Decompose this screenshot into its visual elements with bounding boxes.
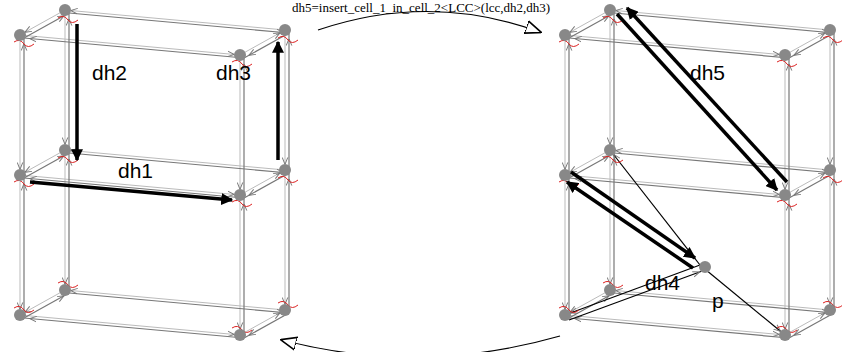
dart-label: dh3 [216,62,251,83]
dart-label: dh1 [118,160,153,181]
dart-dh1 [30,182,232,200]
dart-dh5 [617,14,777,190]
transition-arrow [318,11,540,32]
dart-label: dh4 [645,272,680,293]
transition-arrow [282,336,560,352]
dart-dh3 [276,42,280,160]
right-map [559,4,842,341]
dart-dh4 [571,172,695,258]
dart-label: dh2 [92,62,127,83]
dart-dh5-opposite [627,8,787,182]
dart-label: dh5 [690,62,725,83]
dart-dh4-opposite [567,182,693,268]
vertex-p [699,261,711,273]
dart-dh2 [75,24,79,160]
operation-caption: dh5=insert_cell_1_in_cell_2<LCC>(lcc,dh2… [292,1,550,14]
left-map [14,4,298,341]
dart-label: p [712,290,724,311]
